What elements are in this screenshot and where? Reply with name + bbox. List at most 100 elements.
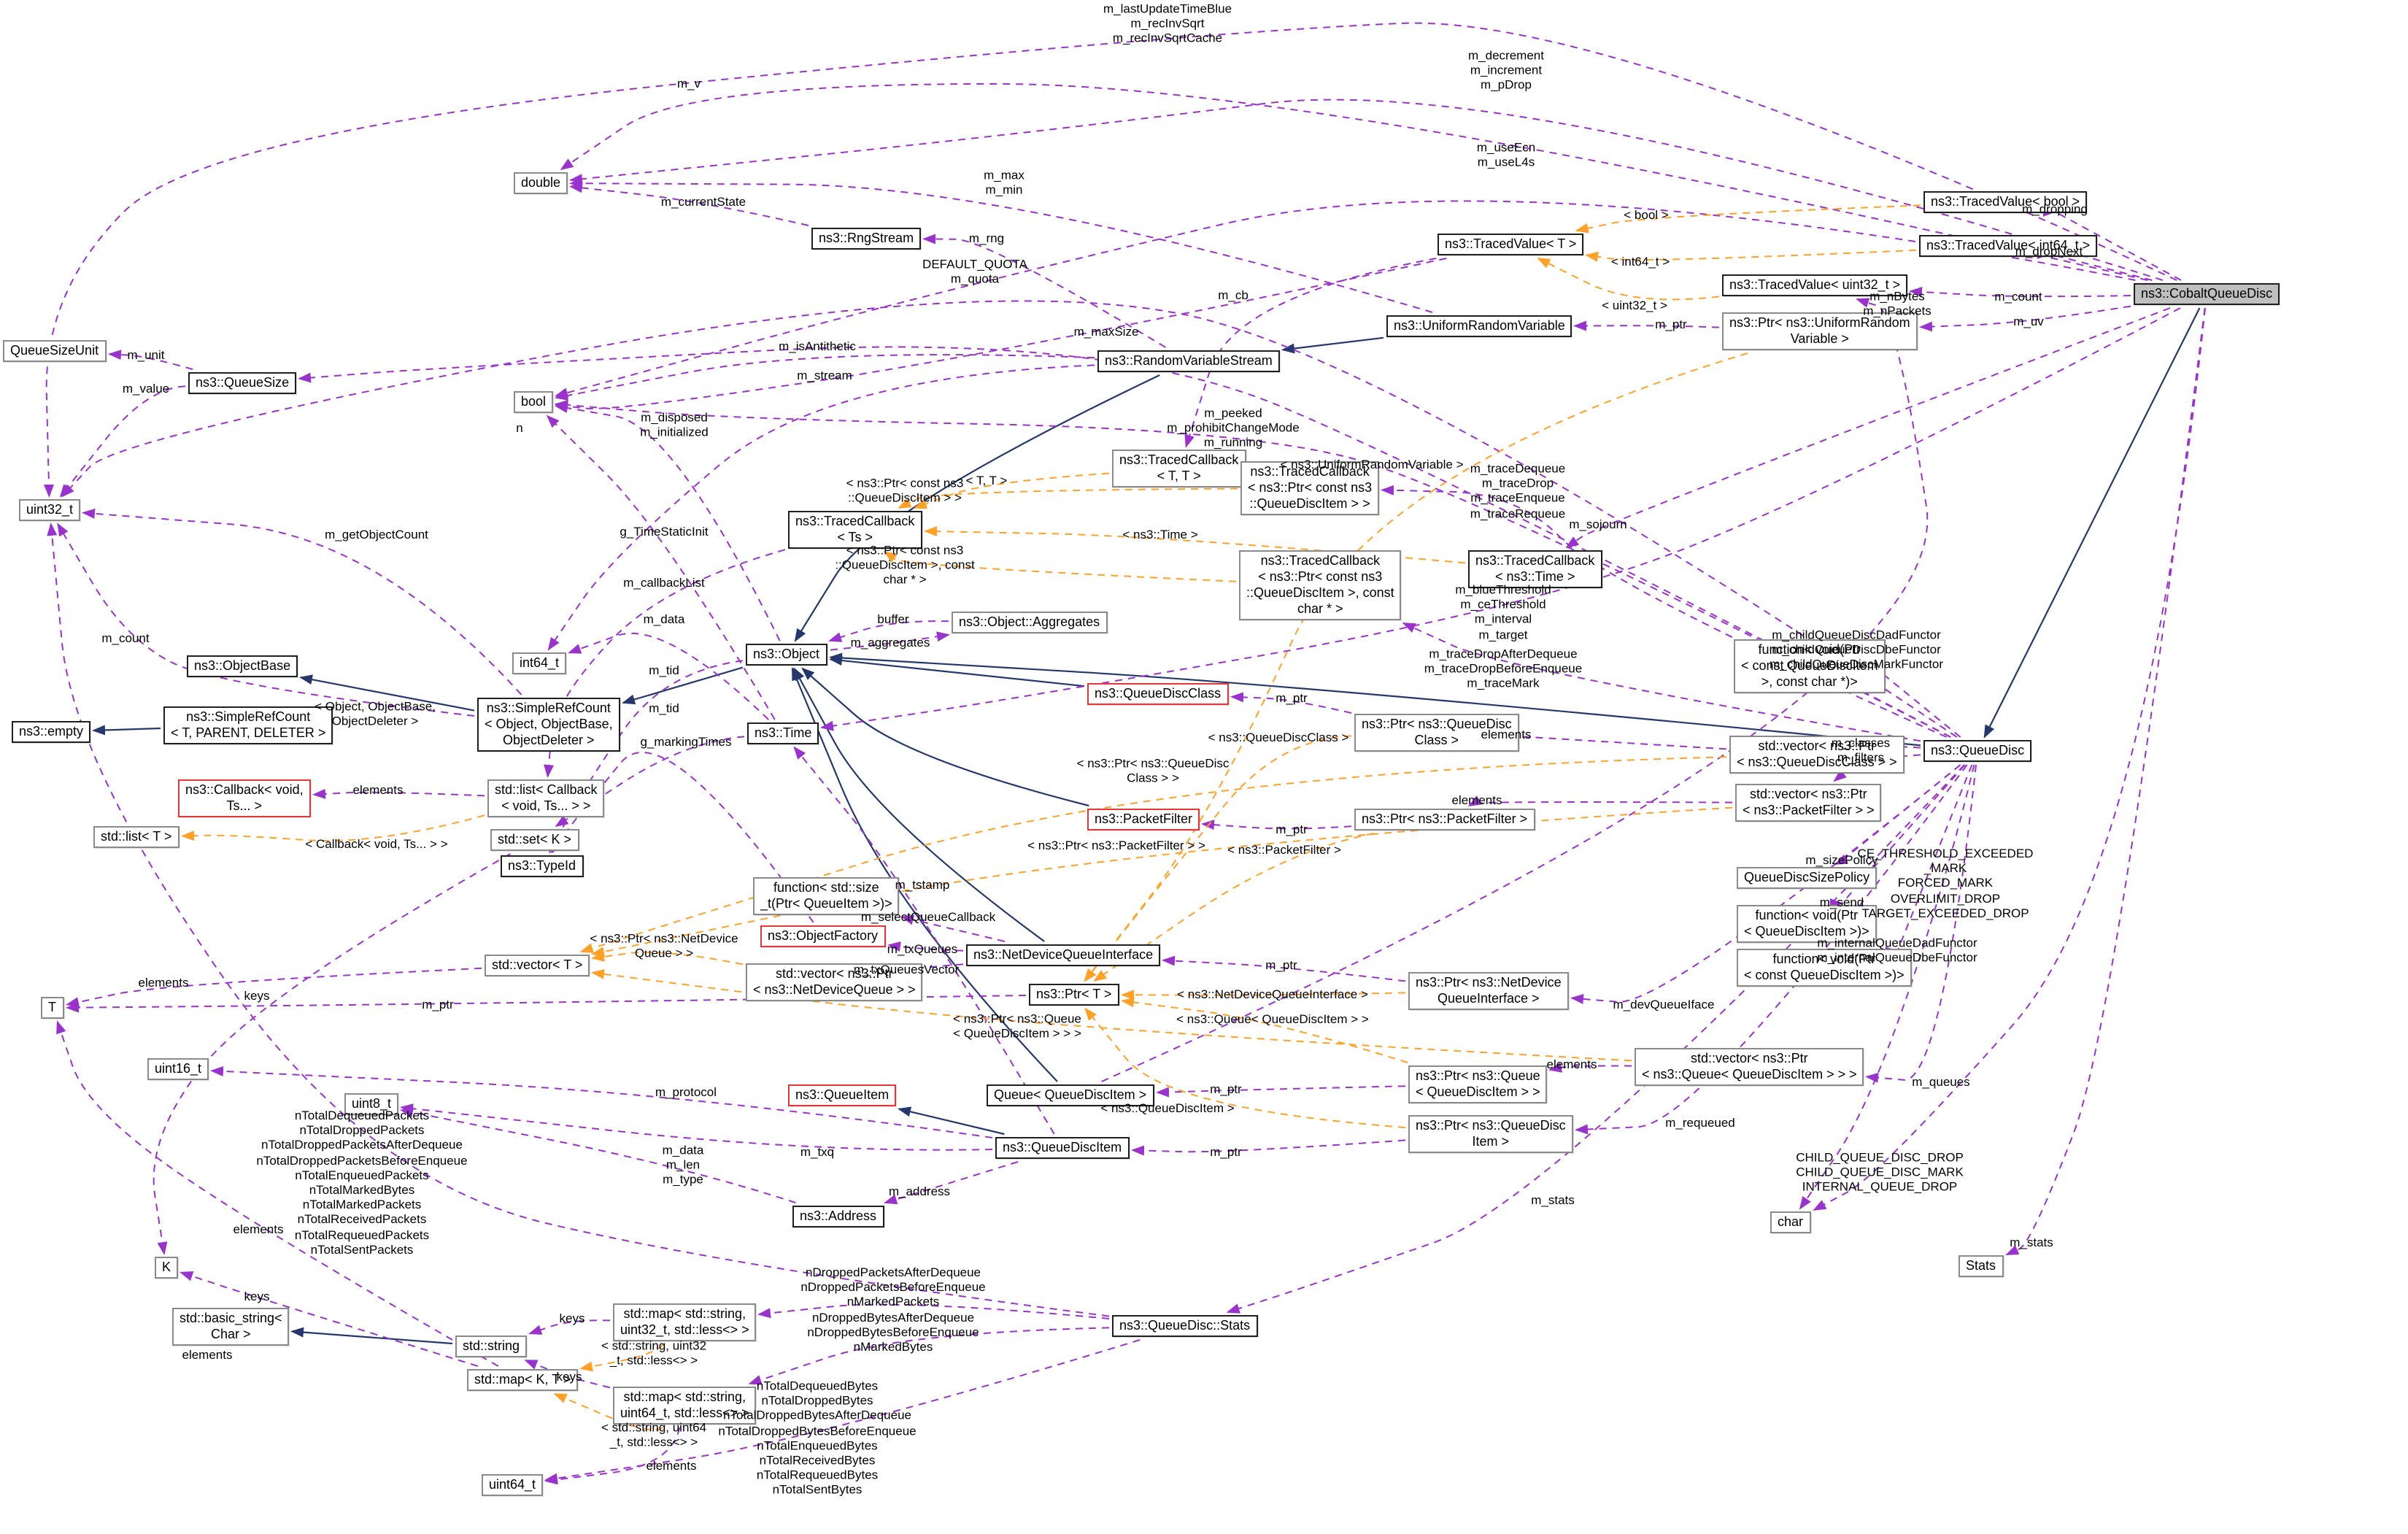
edge-rngstream-double [569, 182, 809, 226]
edge-queueDisc-qdStats [1226, 764, 1965, 1314]
node-randomVS[interactable]: ns3::RandomVariableStream [1097, 350, 1280, 372]
node-tvUint32[interactable]: ns3::TracedValue< uint32_t > [1722, 274, 1908, 296]
edge-map64-uint64 [544, 1427, 681, 1485]
node-listT[interactable]: std::list< T > [93, 826, 180, 848]
node-ptrNDQI[interactable]: ns3::Ptr< ns3::NetDevice QueueInterface … [1408, 972, 1569, 1010]
node-packetFilter[interactable]: ns3::PacketFilter [1087, 809, 1200, 830]
edge-simpleRefObj-objectBase [299, 674, 475, 712]
edge-qdItem-address [884, 1161, 1019, 1205]
node-qdSizePolicy[interactable]: QueueDiscSizePolicy [1737, 867, 1878, 889]
node-tcbTs[interactable]: ns3::TracedCallback < Ts > [788, 511, 922, 549]
node-typeId[interactable]: ns3::TypeId [501, 855, 584, 877]
node-K[interactable]: K [155, 1257, 179, 1279]
node-vectorT[interactable]: std::vector< T > [485, 955, 590, 976]
node-simpleRefT[interactable]: ns3::SimpleRefCount < T, PARENT, DELETER… [163, 706, 333, 744]
edge-qdStats-map64 [748, 1327, 1110, 1385]
node-uint8[interactable]: uint8_t [344, 1093, 399, 1115]
node-map32[interactable]: std::map< std::string, uint32_t, std::le… [613, 1303, 757, 1341]
node-empty[interactable]: ns3::empty [12, 721, 91, 743]
node-object[interactable]: ns3::Object [746, 644, 827, 666]
node-map64[interactable]: std::map< std::string, uint64_t, std::le… [613, 1387, 757, 1425]
node-T[interactable]: T [41, 997, 63, 1019]
node-ptrURV[interactable]: ns3::Ptr< ns3::UniformRandom Variable > [1722, 312, 1918, 350]
node-funcQDIchar[interactable]: function< void(Ptr < const QueueDiscItem… [1734, 639, 1886, 693]
edge-packetFilter-object [801, 667, 1089, 807]
node-rngstream[interactable]: ns3::RngStream [811, 228, 922, 250]
edge-qdItem-uint8 [400, 1103, 993, 1151]
edge-time-int64 [568, 632, 769, 720]
edge-ptrQDClass-ptrT [1084, 735, 1352, 982]
edge-cobalt-double [560, 82, 2148, 281]
node-simpleRefObj[interactable]: ns3::SimpleRefCount < Object, ObjectBase… [477, 698, 620, 752]
node-charNode[interactable]: char [1770, 1211, 1811, 1233]
node-queueQDI[interactable]: Queue< QueueDiscItem > [987, 1084, 1154, 1106]
edge-qdStats-uint64 [544, 1339, 1141, 1484]
node-ptrQDItem[interactable]: ns3::Ptr< ns3::QueueDisc Item > [1408, 1115, 1573, 1153]
edge-vecPtrQueue-vectorT [591, 968, 1632, 1062]
node-qdItem[interactable]: ns3::QueueDiscItem [995, 1137, 1130, 1159]
node-funcCQDI[interactable]: function< void(Ptr < const QueueDiscItem… [1737, 949, 1912, 987]
edge-setK-K [153, 853, 511, 1255]
node-tcbQDI[interactable]: ns3::TracedCallback < ns3::Ptr< const ns… [1240, 461, 1380, 515]
edge-object-objAgg [830, 631, 950, 651]
node-uniformRV[interactable]: ns3::UniformRandomVariable [1386, 315, 1572, 337]
node-vecQDClass[interactable]: std::vector< ns3::Ptr < ns3::QueueDiscCl… [1729, 736, 1905, 774]
node-qdStats[interactable]: ns3::QueueDisc::Stats [1112, 1315, 1258, 1337]
node-address[interactable]: ns3::Address [792, 1206, 884, 1227]
edge-qdClass-object [829, 655, 1085, 687]
node-netDevQI[interactable]: ns3::NetDeviceQueueInterface [966, 944, 1161, 966]
edge-queueDisc-ptrNDQI [1570, 764, 1961, 1004]
node-queueSize[interactable]: ns3::QueueSize [188, 372, 297, 394]
node-objFactory[interactable]: ns3::ObjectFactory [760, 925, 886, 947]
node-funcQDI2[interactable]: function< void(Ptr < QueueDiscItem >)> [1737, 905, 1877, 943]
node-queueSizeUnit[interactable]: QueueSizeUnit [3, 340, 107, 362]
edge-queueSize-uint32 [59, 385, 186, 498]
node-setK[interactable]: std::set< K > [490, 829, 579, 851]
node-ptrPF[interactable]: ns3::Ptr< ns3::PacketFilter > [1354, 809, 1535, 830]
node-ptrQDClass[interactable]: ns3::Ptr< ns3::QueueDisc Class > [1354, 714, 1519, 752]
node-funcSize[interactable]: function< std::size _t(Ptr< QueueItem >)… [753, 877, 900, 915]
edge-time-setK [555, 736, 745, 828]
node-basicString[interactable]: std::basic_string< Char > [172, 1308, 290, 1346]
node-listCallback[interactable]: std::list< Callback < void, Ts... > > [487, 779, 605, 817]
edge-simpleRefT-empty [92, 725, 161, 736]
node-ptrQueueQDI[interactable]: ns3::Ptr< ns3::Queue < QueueDiscItem > > [1408, 1065, 1548, 1103]
node-stats[interactable]: Stats [1959, 1255, 2004, 1277]
node-queueDisc[interactable]: ns3::QueueDisc [1923, 740, 2032, 762]
edge-vecQDClass-vectorT [579, 756, 1727, 953]
edge-cobalt-bool [555, 200, 2136, 398]
node-tcbQDIchar[interactable]: ns3::TracedCallback < ns3::Ptr< const ns… [1239, 550, 1402, 620]
edge-stdString-basicString [290, 1327, 453, 1345]
edge-cobalt-stats [2005, 307, 2206, 1256]
edge-cobalt-queueDisc [1983, 307, 2201, 739]
node-bool[interactable]: bool [514, 391, 554, 413]
edge-cobalt-tvInt64 [2048, 252, 2153, 281]
node-mapKT[interactable]: std::map< K, T > [467, 1369, 579, 1391]
node-queueItem[interactable]: ns3::QueueItem [788, 1084, 897, 1106]
node-int64[interactable]: int64_t [512, 652, 567, 674]
node-vecNDQ[interactable]: std::vector< ns3::Ptr < ns3::NetDeviceQu… [746, 963, 923, 1001]
edge-cobalt-tcbTime [1565, 307, 2171, 549]
node-tvT[interactable]: ns3::TracedValue< T > [1438, 234, 1584, 255]
node-cobalt[interactable]: ns3::CobaltQueueDisc [2134, 283, 2280, 305]
edge-map64-mapKT [553, 1393, 663, 1431]
node-stdString[interactable]: std::string [455, 1335, 528, 1357]
node-tvInt64[interactable]: ns3::TracedValue< int64_t > [1919, 235, 2098, 257]
node-uint16[interactable]: uint16_t [147, 1058, 209, 1080]
node-uint64[interactable]: uint64_t [482, 1474, 544, 1496]
node-qdClass[interactable]: ns3::QueueDiscClass [1087, 683, 1229, 705]
node-tcbTT[interactable]: ns3::TracedCallback < T, T > [1112, 450, 1246, 487]
node-tcbTime[interactable]: ns3::TracedCallback < ns3::Time > [1468, 550, 1602, 588]
node-vecPF[interactable]: std::vector< ns3::Ptr < ns3::PacketFilte… [1735, 784, 1882, 822]
node-tvBool[interactable]: ns3::TracedValue< bool > [1923, 191, 2088, 213]
node-ptrT[interactable]: ns3::Ptr< T > [1029, 984, 1119, 1006]
node-time[interactable]: ns3::Time [747, 722, 819, 744]
edge-ptrURV-uniformRV [1573, 320, 1720, 331]
node-uint32[interactable]: uint32_t [19, 499, 81, 521]
node-callbackVoid[interactable]: ns3::Callback< void, Ts... > [178, 779, 311, 817]
node-objectBase[interactable]: ns3::ObjectBase [187, 655, 298, 677]
node-objAgg[interactable]: ns3::Object::Aggregates [952, 612, 1108, 633]
node-vecPtrQueue[interactable]: std::vector< ns3::Ptr < ns3::Queue< Queu… [1635, 1048, 1864, 1086]
node-double[interactable]: double [514, 172, 568, 194]
